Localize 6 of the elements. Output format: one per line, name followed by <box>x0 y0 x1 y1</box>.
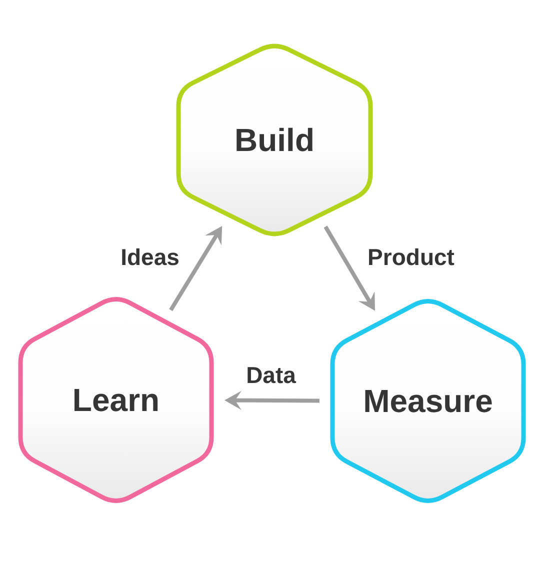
node-label: Build <box>234 122 314 158</box>
arrow <box>169 224 224 312</box>
node-label: Measure <box>363 382 493 420</box>
arrow <box>324 226 377 312</box>
node-label: Learn <box>72 382 160 418</box>
arrow <box>224 390 320 410</box>
